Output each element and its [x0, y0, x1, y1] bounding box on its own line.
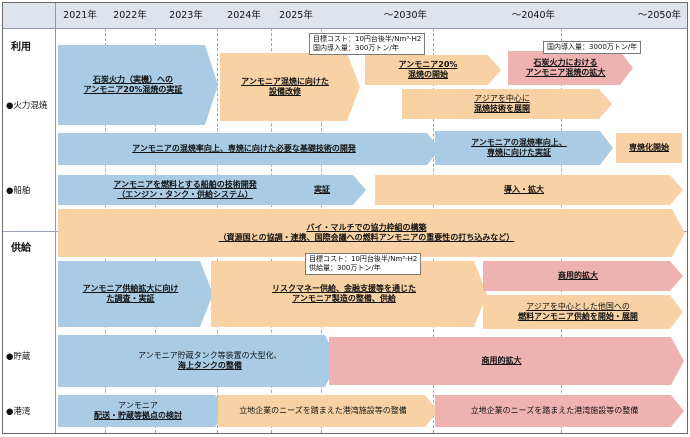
- year-2024: 2024年: [227, 10, 261, 21]
- domestic-volume-note: 国内導入量：3000万トン/年: [543, 41, 642, 54]
- port-base-study-arrow: アンモニア配送・貯蔵等拠点の検討: [58, 395, 228, 427]
- ship-introduction-arrow: 導入・拡大: [375, 175, 683, 205]
- ammonia-20-start-arrow: アンモニア20%混焼の開始: [365, 55, 501, 85]
- supply-commercial-expansion-arrow: 商用的拡大: [483, 261, 683, 291]
- equipment-retrofit-arrow: アンモニア混焼に向けた設備改修: [220, 53, 360, 121]
- port-facility-arrow-1: 立地企業のニーズを踏まえた港湾施設等の整備: [218, 395, 438, 427]
- category-storage: ●貯蔵: [6, 352, 31, 362]
- category-supply: 供給: [11, 243, 31, 254]
- exclusive-firing-demo-arrow: アンモニアの混焼率向上、専焼に向けた実証: [435, 131, 613, 165]
- year-2021: 2021年: [63, 10, 97, 21]
- asia-fuel-supply-arrow: アジアを中心とした他国への燃料アンモニア供給を開始・展開: [483, 295, 683, 329]
- year-2022: 2022年: [113, 10, 147, 21]
- year-2050: ～2050年: [637, 10, 681, 21]
- ship-tech-development-arrow: アンモニアを燃料とする船舶の技術開発（エンジン・タンク・供給システム） 実証: [58, 175, 366, 205]
- storage-commercial-expansion-arrow: 商用的拡大: [329, 337, 684, 385]
- storage-tank-scaleup-arrow: アンモニア貯蔵タンク等装置の大型化、海上タンクの整備: [58, 335, 338, 387]
- supply-survey-demo-arrow: アンモニア供給拡大に向けた調査・実証: [58, 261, 213, 327]
- year-2030: ～2030年: [383, 10, 427, 21]
- coal-cofiring-expansion-arrow: 石炭火力におけるアンモニア混焼の拡大: [508, 51, 633, 85]
- category-ship: ●船舶: [6, 186, 31, 196]
- grid-line: [55, 3, 56, 433]
- category-thermal: ●火力混焼: [6, 101, 48, 111]
- cooperation-framework-arrow: バイ・マルチでの協力枠組の構築（資源国との協調・連携、国際会議への燃料アンモニア…: [58, 209, 685, 257]
- year-2040: ～2040年: [511, 10, 555, 21]
- port-facility-arrow-2: 立地企業のニーズを踏まえた港湾施設等の整備: [435, 395, 684, 427]
- basic-tech-development-arrow: アンモニアの混焼率向上、専焼に向けた必要な基礎技術の開発: [58, 133, 440, 165]
- coal-ammonia-20-demo-arrow: 石炭火力（実機）へのアンモニア20%混焼の実証: [58, 45, 218, 125]
- exclusive-firing-start-box: 専焼化開始: [616, 133, 682, 163]
- year-header: 2021年 2022年 2023年 2024年 2025年 ～2030年 ～20…: [3, 3, 687, 29]
- category-usage: 利用: [11, 42, 31, 53]
- category-port: ●港湾: [6, 407, 31, 417]
- year-2023: 2023年: [169, 10, 203, 21]
- year-2025: 2025年: [279, 10, 313, 21]
- asia-cofiring-deploy-arrow: アジアを中心に混焼技術を展開: [402, 89, 612, 119]
